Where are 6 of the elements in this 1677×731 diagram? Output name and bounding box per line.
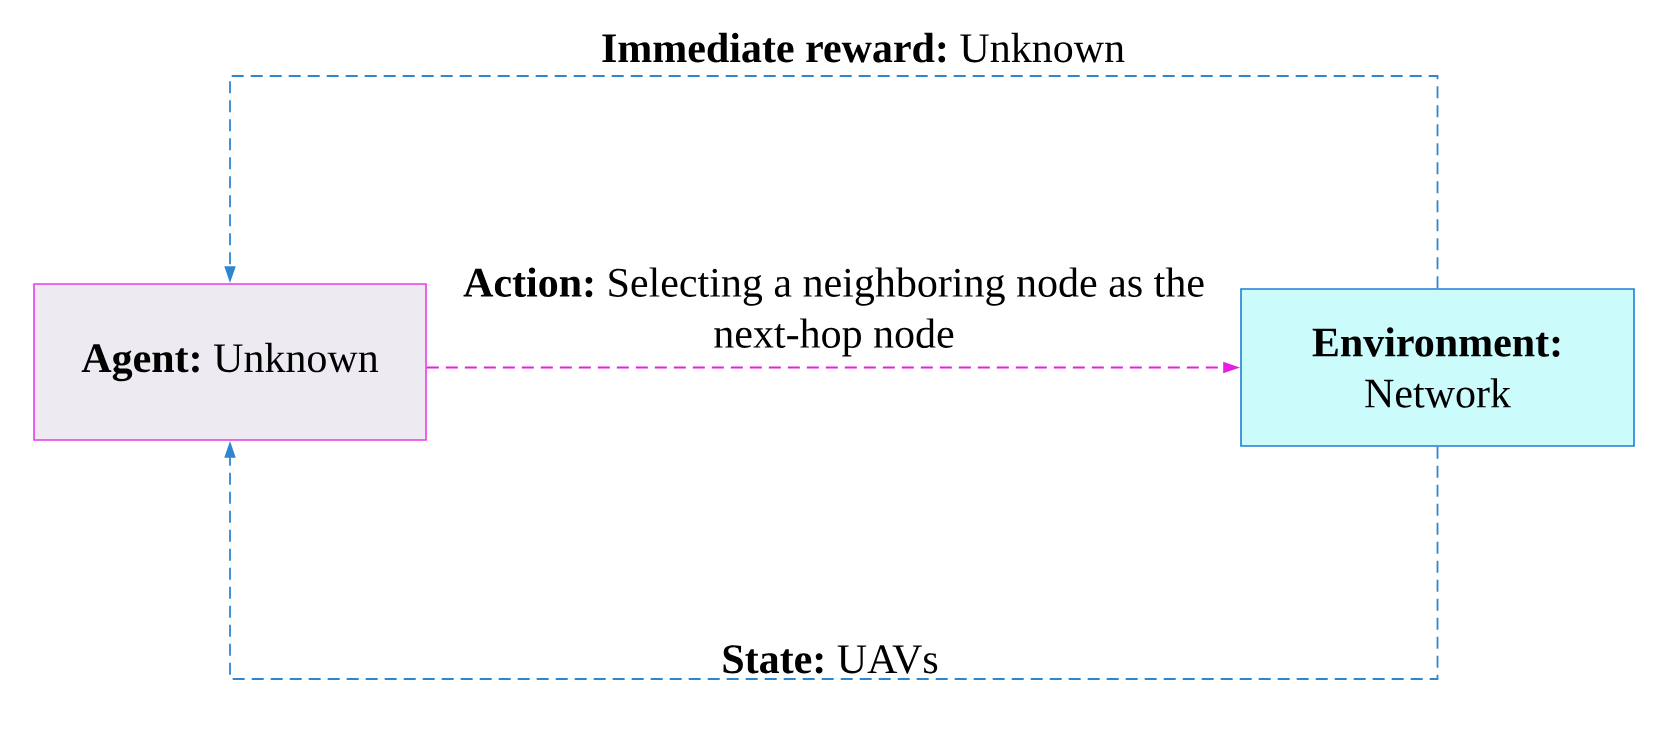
edge-label: Immediate reward: Unknown xyxy=(599,31,1127,64)
arrow xyxy=(224,75,1439,290)
process-box: Agent: Unknown xyxy=(33,283,427,441)
process-box: Environment: Network xyxy=(1240,288,1635,447)
edge-label: State: UAVs xyxy=(720,644,940,675)
edge-label: Action: Selecting a neighboring node as the next-hop node xyxy=(463,267,1204,357)
